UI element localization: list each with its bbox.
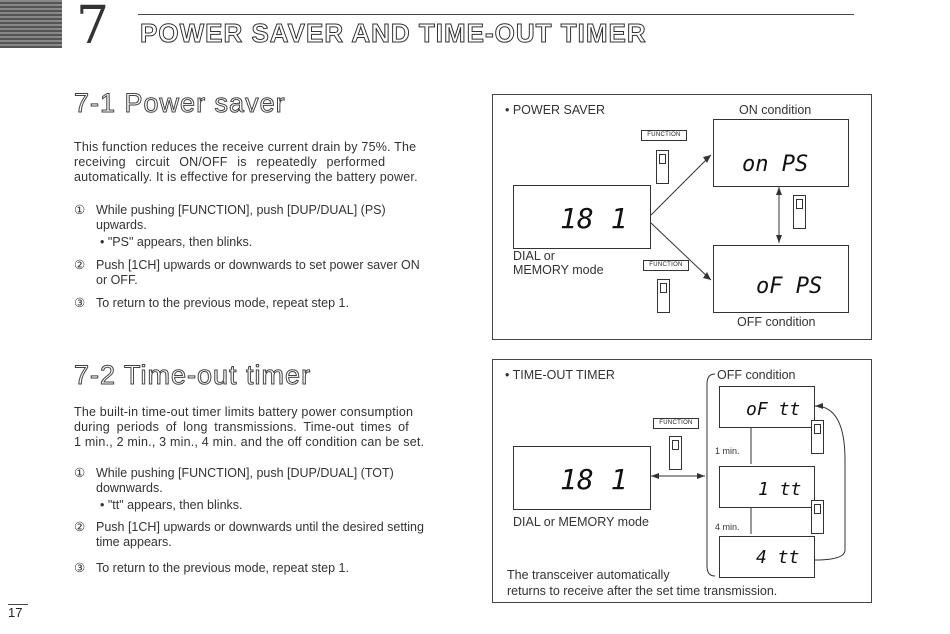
power-saver-step-3: ③ To return to the previous mode, repeat… bbox=[74, 296, 454, 312]
timeout-timer-diagram: • TIME-OUT TIMER OFF condition FUNCTION … bbox=[492, 359, 872, 603]
duration-label: 1 min. bbox=[715, 446, 740, 456]
caption-line1: The transceiver automatically bbox=[507, 568, 670, 582]
timeout-intro: The built-in time-out timer limits batte… bbox=[74, 405, 454, 450]
power-saver-intro: This function reduces the receive curren… bbox=[74, 140, 454, 185]
arrow-head bbox=[697, 473, 705, 479]
step-number: ① bbox=[74, 203, 86, 217]
function-key-tag: FUNCTION bbox=[653, 418, 699, 429]
step-number: ③ bbox=[74, 296, 86, 310]
off-condition-label: OFF condition bbox=[717, 368, 796, 382]
step-text: While pushing [FUNCTION], push [DUP/DUAL… bbox=[96, 466, 394, 496]
dup-dual-switch-icon bbox=[656, 150, 669, 184]
mode-label-line1: DIAL or bbox=[513, 249, 555, 263]
section-title-power-saver: 7-1 Power saver bbox=[74, 88, 286, 119]
1ch-switch-icon bbox=[811, 500, 824, 534]
mode-label-line2: MEMORY mode bbox=[513, 263, 604, 277]
chapter-number: 7 bbox=[76, 0, 110, 56]
lcd-timer-4min: 4 tt bbox=[719, 536, 815, 578]
step-line: downwards. bbox=[96, 481, 163, 495]
duration-label: 4 min. bbox=[715, 522, 740, 532]
step-number: ② bbox=[74, 520, 86, 534]
arrow-head bbox=[815, 403, 823, 409]
step-note: • "tt" appears, then blinks. bbox=[100, 498, 243, 512]
step-text: Push [1CH] upwards or downwards until th… bbox=[96, 520, 424, 550]
intro-line: receiving circuit ON/OFF is repeatedly p… bbox=[74, 155, 386, 169]
arrow-line bbox=[650, 222, 712, 281]
lcd-timer-1min: 1 tt bbox=[719, 466, 815, 508]
intro-line: automatically. It is effective for prese… bbox=[74, 170, 418, 184]
arrow-head bbox=[651, 473, 659, 479]
timeout-step-3: ③ To return to the previous mode, repeat… bbox=[74, 561, 454, 577]
section-title-timeout-timer: 7-2 Time-out timer bbox=[73, 360, 312, 391]
lcd-text: on PS bbox=[742, 152, 809, 177]
function-key-tag: FUNCTION bbox=[643, 260, 689, 271]
lcd-text: 1 tt bbox=[758, 479, 802, 500]
lcd-on-condition: on PS bbox=[713, 119, 849, 187]
diagram-title: • TIME-OUT TIMER bbox=[505, 368, 615, 382]
arrows-layer bbox=[651, 373, 846, 577]
lcd-main-display: 18 1 bbox=[513, 446, 651, 510]
step-line: or OFF. bbox=[96, 273, 138, 287]
intro-line: The built-in time-out timer limits batte… bbox=[74, 405, 414, 419]
step-line: While pushing [FUNCTION], push [DUP/DUAL… bbox=[96, 203, 386, 217]
arrow-head bbox=[776, 187, 782, 195]
lcd-text: 18 1 bbox=[560, 463, 628, 496]
bracket-line bbox=[706, 373, 716, 577]
arrow-head bbox=[703, 155, 711, 163]
step-text: To return to the previous mode, repeat s… bbox=[96, 296, 349, 310]
power-saver-step-2: ② Push [1CH] upwards or downwards to set… bbox=[74, 258, 454, 290]
step-line: upwards. bbox=[96, 218, 147, 232]
arrows-layer bbox=[650, 154, 782, 281]
lcd-timer-off: oF tt bbox=[719, 386, 815, 428]
timeout-step-1: ① While pushing [FUNCTION], push [DUP/DU… bbox=[74, 466, 454, 512]
page-rule bbox=[8, 604, 28, 605]
1ch-switch-icon bbox=[793, 195, 806, 229]
arrow-head bbox=[776, 235, 782, 243]
off-condition-label: OFF condition bbox=[737, 315, 816, 329]
page-number: 17 bbox=[8, 605, 23, 620]
lcd-main-display: 18 1 bbox=[513, 185, 651, 249]
step-text: While pushing [FUNCTION], push [DUP/DUAL… bbox=[96, 203, 386, 233]
step-number: ① bbox=[74, 466, 86, 480]
dup-dual-switch-icon bbox=[657, 279, 670, 313]
step-number: ③ bbox=[74, 561, 86, 575]
step-text: Push [1CH] upwards or downwards to set p… bbox=[96, 258, 420, 288]
power-saver-diagram: • POWER SAVER ON condition on PS FUNCTIO… bbox=[492, 94, 872, 340]
arrow-head bbox=[703, 272, 711, 280]
arrow-line bbox=[650, 154, 712, 216]
chapter-tab-marker bbox=[0, 0, 62, 48]
step-text: To return to the previous mode, repeat s… bbox=[96, 561, 349, 575]
step-number: ② bbox=[74, 258, 86, 272]
step-line: Push [1CH] upwards or downwards to set p… bbox=[96, 258, 420, 272]
intro-line: during periods of long transmissions. Ti… bbox=[74, 420, 409, 434]
function-key-tag: FUNCTION bbox=[641, 130, 687, 141]
lcd-text: 18 1 bbox=[560, 202, 628, 235]
loop-arrow bbox=[814, 405, 846, 561]
lcd-text: 4 tt bbox=[756, 547, 800, 568]
caption-line2: returns to receive after the set time tr… bbox=[507, 584, 778, 598]
chapter-rule bbox=[138, 14, 854, 15]
on-condition-label: ON condition bbox=[739, 103, 812, 117]
intro-line: This function reduces the receive curren… bbox=[74, 140, 417, 154]
diagram-title: • POWER SAVER bbox=[505, 103, 605, 117]
lcd-off-condition: oF PS bbox=[713, 245, 849, 313]
step-line: time appears. bbox=[96, 535, 172, 549]
lcd-text: oF tt bbox=[746, 399, 801, 420]
chapter-title: POWER SAVER AND TIME-OUT TIMER bbox=[140, 18, 647, 49]
timeout-step-2: ② Push [1CH] upwards or downwards until … bbox=[74, 520, 454, 552]
1ch-switch-icon bbox=[811, 420, 824, 454]
intro-line: 1 min., 2 min., 3 min., 4 min. and the o… bbox=[74, 435, 425, 449]
mode-label: DIAL or MEMORY mode bbox=[513, 515, 649, 529]
power-saver-step-1: ① While pushing [FUNCTION], push [DUP/DU… bbox=[74, 203, 454, 249]
step-note: • "PS" appears, then blinks. bbox=[100, 235, 253, 249]
lcd-text: oF PS bbox=[756, 274, 823, 299]
dup-dual-switch-icon bbox=[669, 436, 682, 470]
step-line: While pushing [FUNCTION], push [DUP/DUAL… bbox=[96, 466, 394, 480]
step-line: Push [1CH] upwards or downwards until th… bbox=[96, 520, 424, 534]
